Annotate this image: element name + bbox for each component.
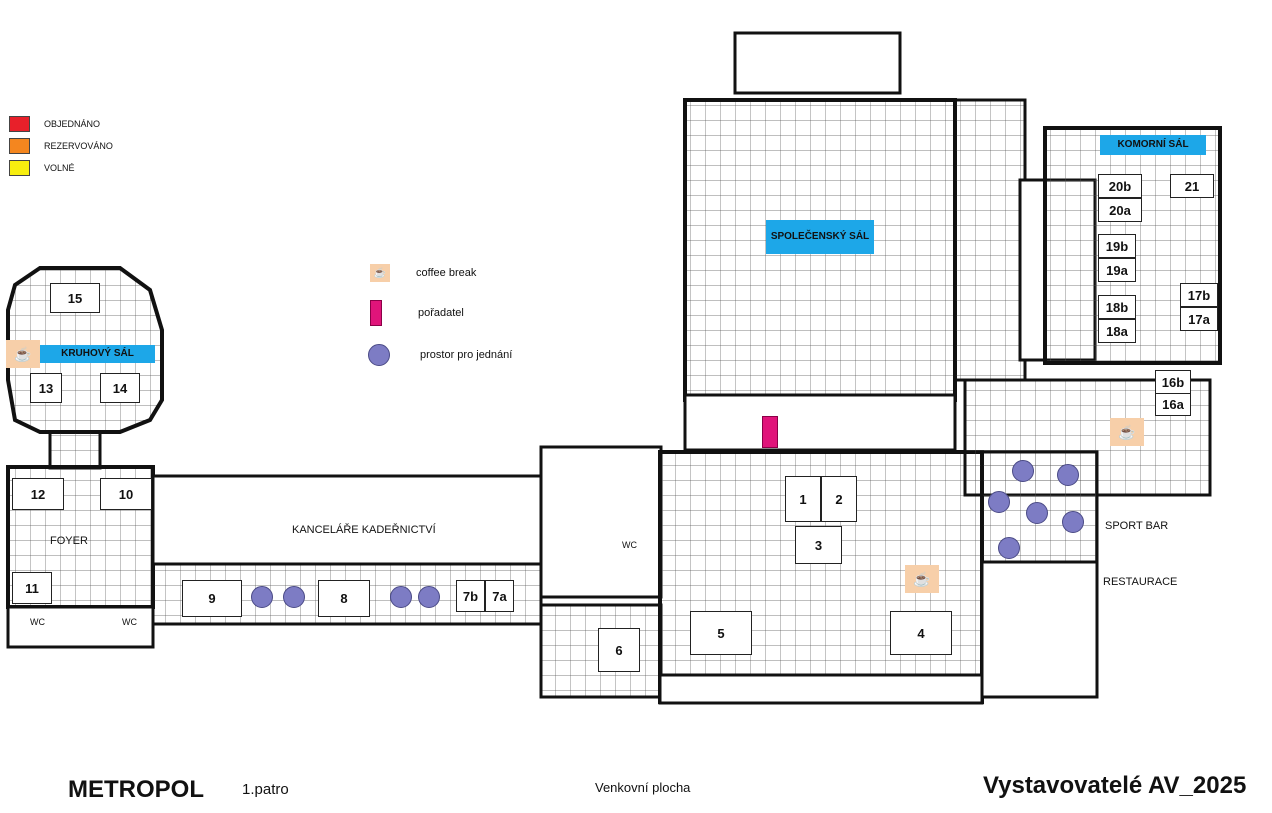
booth-1[interactable]: 1 [785, 476, 821, 522]
legend-status-label: VOLNÉ [44, 163, 75, 173]
legend-swatch [9, 138, 30, 154]
booth-19b[interactable]: 19b [1098, 234, 1136, 258]
legend-swatch [9, 160, 30, 176]
meeting-spot[interactable] [390, 586, 412, 608]
meeting-spot[interactable] [998, 537, 1020, 559]
meeting-spot[interactable] [1062, 511, 1084, 533]
meeting-spot[interactable] [1012, 460, 1034, 482]
booth-7a[interactable]: 7a [485, 580, 514, 612]
booth-12[interactable]: 12 [12, 478, 64, 510]
booth-11[interactable]: 11 [12, 572, 52, 604]
legend-meeting-label: prostor pro jednání [420, 349, 513, 361]
booth-16b[interactable]: 16b [1155, 370, 1191, 394]
meeting-spot[interactable] [988, 491, 1010, 513]
legend-status-row: OBJEDNÁNO [9, 116, 100, 132]
label-restaurace: RESTAURACE [1103, 576, 1178, 588]
booth-15[interactable]: 15 [50, 283, 100, 313]
organizer-icon [370, 300, 382, 326]
legend-meeting: prostor pro jednání [368, 344, 512, 366]
booth-4[interactable]: 4 [890, 611, 952, 655]
coffee-break-icon: ☕ [905, 565, 939, 593]
booth-10[interactable]: 10 [100, 478, 152, 510]
hall-komorni: KOMORNÍ SÁL [1100, 135, 1206, 155]
label-wc-right: WC [122, 617, 137, 627]
coffee-break-icon: ☕ [6, 340, 40, 368]
booth-20a[interactable]: 20a [1098, 198, 1142, 222]
booth-5[interactable]: 5 [690, 611, 752, 655]
meeting-spot[interactable] [251, 586, 273, 608]
floor-label: 1.patro [242, 781, 289, 798]
legend-swatch [9, 116, 30, 132]
booth-13[interactable]: 13 [30, 373, 62, 403]
outdoor-label: Venkovní plocha [595, 780, 691, 795]
meeting-spot[interactable] [283, 586, 305, 608]
venue-title: METROPOL [68, 776, 204, 803]
organizer-marker [762, 416, 778, 448]
legend-coffee-label: coffee break [416, 267, 477, 279]
label-foyer: FOYER [50, 535, 88, 547]
meeting-icon [368, 344, 390, 366]
booth-7b[interactable]: 7b [456, 580, 485, 612]
booth-17b[interactable]: 17b [1180, 283, 1218, 307]
booth-17a[interactable]: 17a [1180, 307, 1218, 331]
coffee-icon: ☕ [370, 264, 390, 282]
label-sport-bar: SPORT BAR [1105, 520, 1169, 532]
booth-18b[interactable]: 18b [1098, 295, 1136, 319]
coffee-break-icon: ☕ [1110, 418, 1144, 446]
legend-status-row: REZERVOVÁNO [9, 138, 113, 154]
legend-status-label: REZERVOVÁNO [44, 141, 113, 151]
legend-organizer: pořadatel [370, 300, 464, 326]
booth-20b[interactable]: 20b [1098, 174, 1142, 198]
label-wc-center: WC [622, 540, 637, 550]
hall-spolecensky: SPOLEČENSKÝ SÁL [766, 220, 874, 254]
booth-2[interactable]: 2 [821, 476, 857, 522]
hall-kruhovy: KRUHOVÝ SÁL [40, 345, 155, 363]
label-kancelare: KANCELÁŘE KADEŘNICTVÍ [292, 524, 436, 536]
legend-status-row: VOLNÉ [9, 160, 75, 176]
booth-14[interactable]: 14 [100, 373, 140, 403]
booth-18a[interactable]: 18a [1098, 319, 1136, 343]
legend-organizer-label: pořadatel [418, 307, 464, 319]
booth-21[interactable]: 21 [1170, 174, 1214, 198]
booth-6[interactable]: 6 [598, 628, 640, 672]
meeting-spot[interactable] [1026, 502, 1048, 524]
booth-9[interactable]: 9 [182, 580, 242, 617]
booth-3[interactable]: 3 [795, 526, 842, 564]
legend-coffee: ☕ coffee break [370, 264, 476, 282]
legend-status-label: OBJEDNÁNO [44, 119, 101, 129]
booth-19a[interactable]: 19a [1098, 258, 1136, 282]
booth-16a[interactable]: 16a [1155, 392, 1191, 416]
meeting-spot[interactable] [1057, 464, 1079, 486]
booth-8[interactable]: 8 [318, 580, 370, 617]
label-wc-left: WC [30, 617, 45, 627]
document-title: Vystavovatelé AV_2025 [983, 772, 1247, 799]
meeting-spot[interactable] [418, 586, 440, 608]
